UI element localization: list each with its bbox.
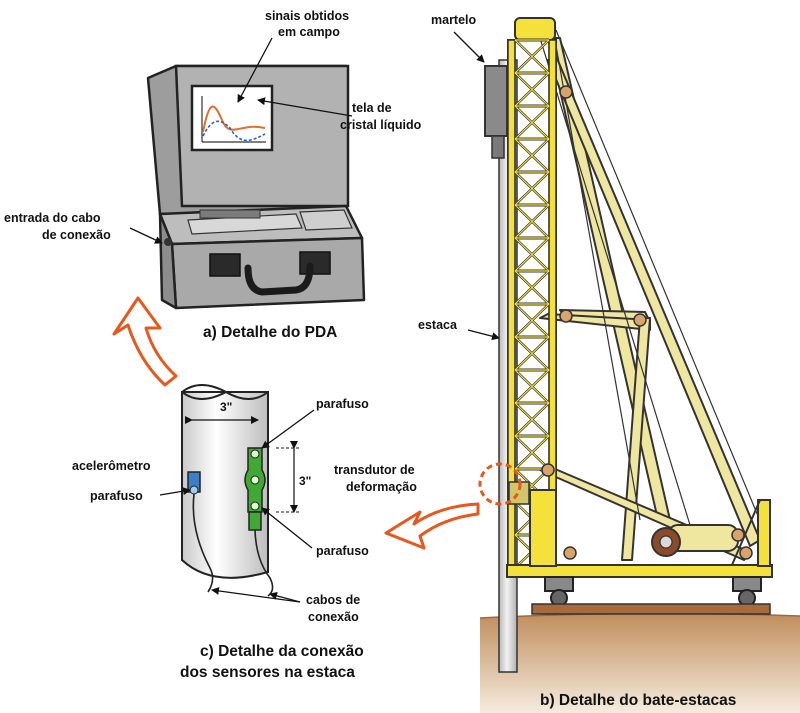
pile-driver-rig — [478, 17, 773, 615]
label-sinais-l1: sinais obtidos — [265, 9, 349, 23]
arrow-to-sensors-icon — [384, 502, 480, 550]
dimension-width: 3" — [220, 400, 232, 414]
cable-input-connector — [164, 238, 172, 246]
label-parafuso-left: parafuso — [90, 489, 143, 503]
label-martelo: martelo — [431, 13, 477, 27]
label-cabos-l2: conexão — [308, 610, 359, 624]
label-acelerometro: acelerômetro — [72, 459, 151, 473]
screw-icon — [250, 501, 260, 511]
label-tela-l2: cristal líquido — [340, 118, 422, 132]
arrow-to-pda-icon — [112, 296, 178, 387]
caption-c-l2: dos sensores na estaca — [180, 664, 355, 681]
label-transdutor-l2: deformação — [346, 480, 417, 494]
pda-device — [146, 64, 366, 310]
label-parafuso-bottom: parafuso — [316, 544, 369, 558]
dimension-height: 3" — [299, 474, 311, 488]
label-estaca: estaca — [418, 318, 458, 332]
label-entrada-l2: de conexão — [42, 228, 111, 242]
label-parafuso-top: parafuso — [316, 397, 369, 411]
label-cabos-l1: cabos de — [306, 593, 360, 607]
caption-b: b) Detalhe do bate-estacas — [540, 692, 736, 709]
label-tela-l1: tela de — [352, 101, 392, 115]
label-sinais-l2: em campo — [278, 25, 340, 39]
screw-icon — [250, 449, 260, 459]
lcd-screen — [190, 84, 274, 152]
sensor-location-highlight — [478, 462, 522, 506]
screw-icon — [189, 485, 199, 495]
label-entrada-l1: entrada do cabo — [4, 211, 101, 225]
caption-c-l1: c) Detalhe da conexão — [200, 643, 364, 660]
sensor-detail — [181, 384, 300, 597]
caption-a: a) Detalhe do PDA — [203, 324, 337, 341]
label-transdutor-l1: transdutor de — [334, 463, 415, 477]
leader-lines — [129, 31, 500, 603]
